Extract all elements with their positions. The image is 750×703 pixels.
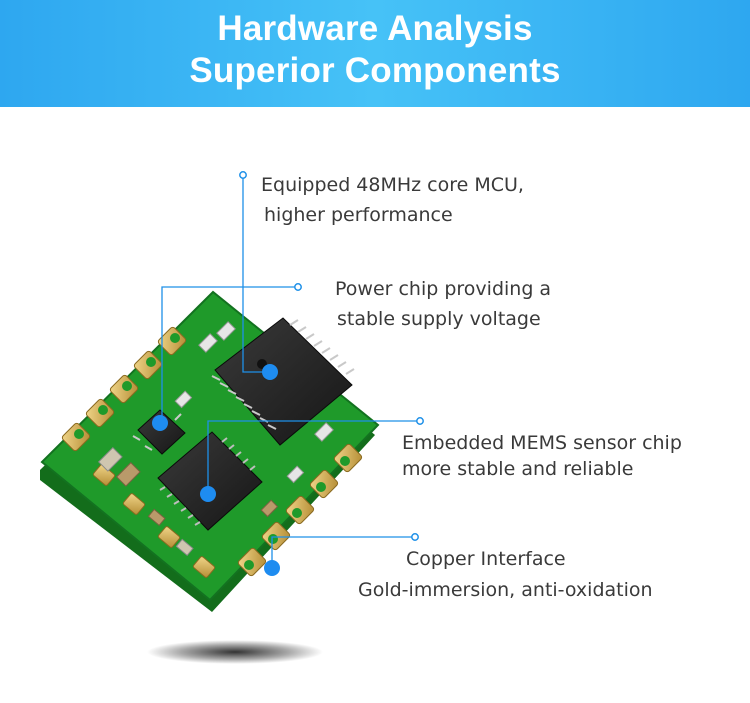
callout-mems-line2: more stable and reliable [402, 458, 634, 480]
callout-copper-subtitle: Gold-immersion, anti-oxidation [358, 579, 653, 601]
mcu-chip [211, 317, 355, 446]
leader-line-mcu [242, 177, 270, 373]
header-banner: Hardware Analysis Superior Components [0, 0, 750, 107]
marker-dot-mcu [262, 364, 278, 380]
callout-copper-title: Copper Interface [406, 548, 566, 570]
callout-mems: Embedded MEMS sensor chip more stable an… [402, 430, 682, 482]
header-title-line2: Superior Components [189, 51, 561, 90]
marker-dots [152, 364, 280, 576]
marker-dot-mems [200, 486, 216, 502]
callout-power-line1: Power chip providing a [335, 278, 552, 300]
callout-mcu: Equipped 48MHz core MCU, higher performa… [261, 170, 524, 230]
callout-mcu-line2: higher performance [264, 204, 453, 226]
gold-pads-right [237, 443, 363, 577]
callout-power: Power chip providing a stable supply vol… [335, 274, 551, 334]
callout-mcu-line1: Equipped 48MHz core MCU, [261, 174, 524, 196]
marker-dot-power [152, 415, 168, 431]
mems-chip [157, 431, 263, 531]
leader-end-rings [239, 171, 424, 541]
leader-line-copper [271, 536, 415, 568]
callout-mems-line1: Embedded MEMS sensor chip [402, 432, 682, 454]
marker-dot-copper [264, 560, 280, 576]
power-chip [132, 409, 186, 455]
callout-power-line2: stable supply voltage [337, 308, 541, 330]
board-shadow [147, 640, 323, 664]
header-title-line1: Hardware Analysis [217, 9, 533, 48]
pcb-module-illustration [40, 171, 424, 664]
passive-components [97, 321, 334, 557]
leader-line-mems [207, 420, 420, 494]
